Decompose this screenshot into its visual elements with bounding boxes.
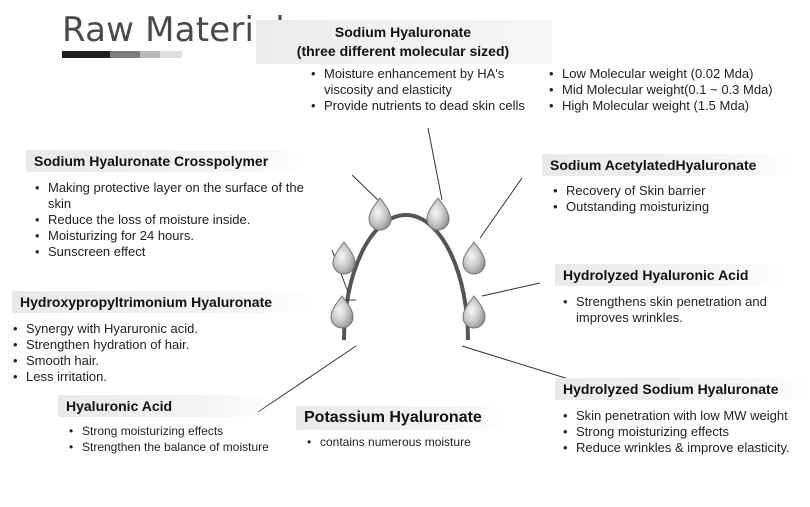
bullet-item: Strengthen hydration of hair. xyxy=(12,337,272,353)
bullet-item: Mid Molecular weight(0.1 ~ 0.3 Mda) xyxy=(548,82,808,98)
hydrolyzed-acid-title: Hydrolyzed Hyaluronic Acid xyxy=(555,264,788,286)
crosspolymer-title: Sodium Hyaluronate Crosspolymer xyxy=(26,150,314,172)
bullet-item: Strong moisturizing effects xyxy=(68,423,308,439)
acetylated-bullets: Recovery of Skin barrier Outstanding moi… xyxy=(552,183,792,215)
bullet-item: Reduce wrinkles & improve elasticity. xyxy=(562,440,802,456)
bullet-item: Skin penetration with low MW weight xyxy=(562,408,802,424)
potassium-title: Potassium Hyaluronate xyxy=(296,406,512,430)
bullet-item: Less irritation. xyxy=(12,369,272,385)
hydroxypropyl-title: Hydroxypropyltrimonium Hyaluronate xyxy=(12,291,320,313)
bullet-item: High Molecular weight (1.5 Mda) xyxy=(548,98,808,114)
potassium-bullets: contains numerous moisture xyxy=(306,434,506,450)
bullet-item: Reduce the loss of moisture inside. xyxy=(34,212,304,228)
bullet-item: Recovery of Skin barrier xyxy=(552,183,792,199)
bar-segment xyxy=(110,51,140,58)
droplet xyxy=(330,295,354,329)
bullet-item: contains numerous moisture xyxy=(306,434,506,450)
bar-segment xyxy=(62,51,110,58)
acetylated-title: Sodium AcetylatedHyaluronate xyxy=(542,154,800,176)
bullet-item: Strong moisturizing effects xyxy=(562,424,802,440)
bar-segment xyxy=(140,51,160,58)
droplet xyxy=(332,241,356,275)
molecular-weight-bullets: Low Molecular weight (0.02 Mda) Mid Mole… xyxy=(548,66,808,114)
hydrolyzed-sodium-title: Hydrolyzed Sodium Hyaluronate xyxy=(555,378,810,400)
droplet xyxy=(368,197,392,231)
bullet-item: Synergy with Hyaruronic acid. xyxy=(12,321,272,337)
title-underline-bar xyxy=(62,51,262,58)
bullet-item: Strengthens skin penetration and improve… xyxy=(562,294,802,326)
ring-arc xyxy=(342,213,470,341)
droplets xyxy=(330,197,486,329)
bullet-item: Strengthen the balance of moisture xyxy=(68,439,308,455)
crosspolymer-bullets: Making protective layer on the surface o… xyxy=(34,180,304,260)
hyaluronic-acid-title: Hyaluronic Acid xyxy=(58,395,276,417)
bullet-item: Outstanding moisturizing xyxy=(552,199,792,215)
bar-segment xyxy=(160,51,182,58)
bullet-item: Smooth hair. xyxy=(12,353,272,369)
droplet xyxy=(426,197,450,231)
hydrolyzed-sodium-bullets: Skin penetration with low MW weight Stro… xyxy=(562,408,802,456)
bullet-item: Making protective layer on the surface o… xyxy=(34,180,304,212)
droplet xyxy=(462,241,486,275)
bullet-item: Moisture enhancement by HA's viscosity a… xyxy=(310,66,538,98)
sodium-hyaluronate-subtitle: (three different molecular sized) xyxy=(296,43,510,59)
bullet-item: Moisturizing for 24 hours. xyxy=(34,228,304,244)
bullet-item: Sunscreen effect xyxy=(34,244,304,260)
sodium-hyaluronate-title: Sodium Hyaluronate xyxy=(334,24,472,40)
bullet-item: Low Molecular weight (0.02 Mda) xyxy=(548,66,808,82)
sodium-hyaluronate-bullets: Moisture enhancement by HA's viscosity a… xyxy=(310,66,538,114)
hydroxypropyl-bullets: Synergy with Hyaruronic acid. Strengthen… xyxy=(12,321,272,385)
page-title: Raw Material xyxy=(62,10,285,50)
hyaluronic-acid-bullets: Strong moisturizing effects Strengthen t… xyxy=(68,423,308,455)
sodium-hyaluronate-header: Sodium Hyaluronate (three different mole… xyxy=(256,20,552,64)
hydrolyzed-acid-bullets: Strengthens skin penetration and improve… xyxy=(562,294,802,326)
bullet-item: Provide nutrients to dead skin cells xyxy=(310,98,538,114)
droplet xyxy=(462,295,486,329)
